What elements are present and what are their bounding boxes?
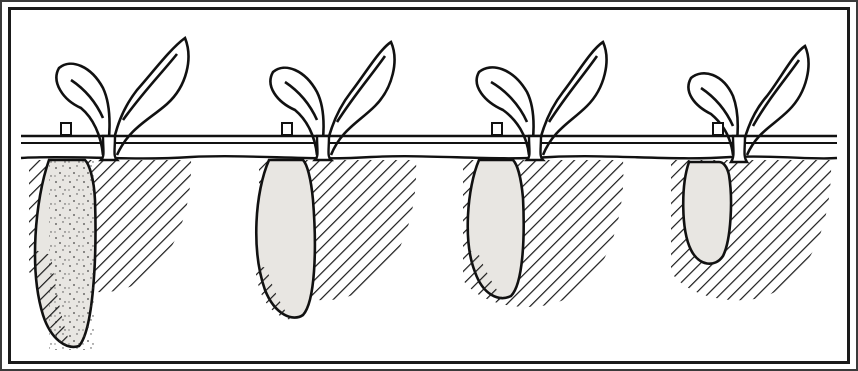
plant-3 [463, 42, 623, 307]
seedling-drip-irrigation-illustration [11, 10, 847, 361]
emitter-4 [713, 123, 723, 135]
plant-1 [29, 38, 191, 350]
emitter-2 [282, 123, 292, 135]
emitter-3 [492, 123, 502, 135]
figure-inner-frame [8, 7, 850, 364]
seedling-leaves-4 [688, 46, 808, 155]
plant-4 [671, 46, 831, 300]
root-zone-4 [683, 162, 731, 264]
seedling-leaves-2 [270, 42, 394, 155]
ground-surface [21, 136, 837, 158]
plant-2 [255, 42, 416, 320]
emitter-1 [61, 123, 71, 135]
drip-emitters [61, 123, 723, 135]
seedling-leaves-1 [56, 38, 188, 155]
